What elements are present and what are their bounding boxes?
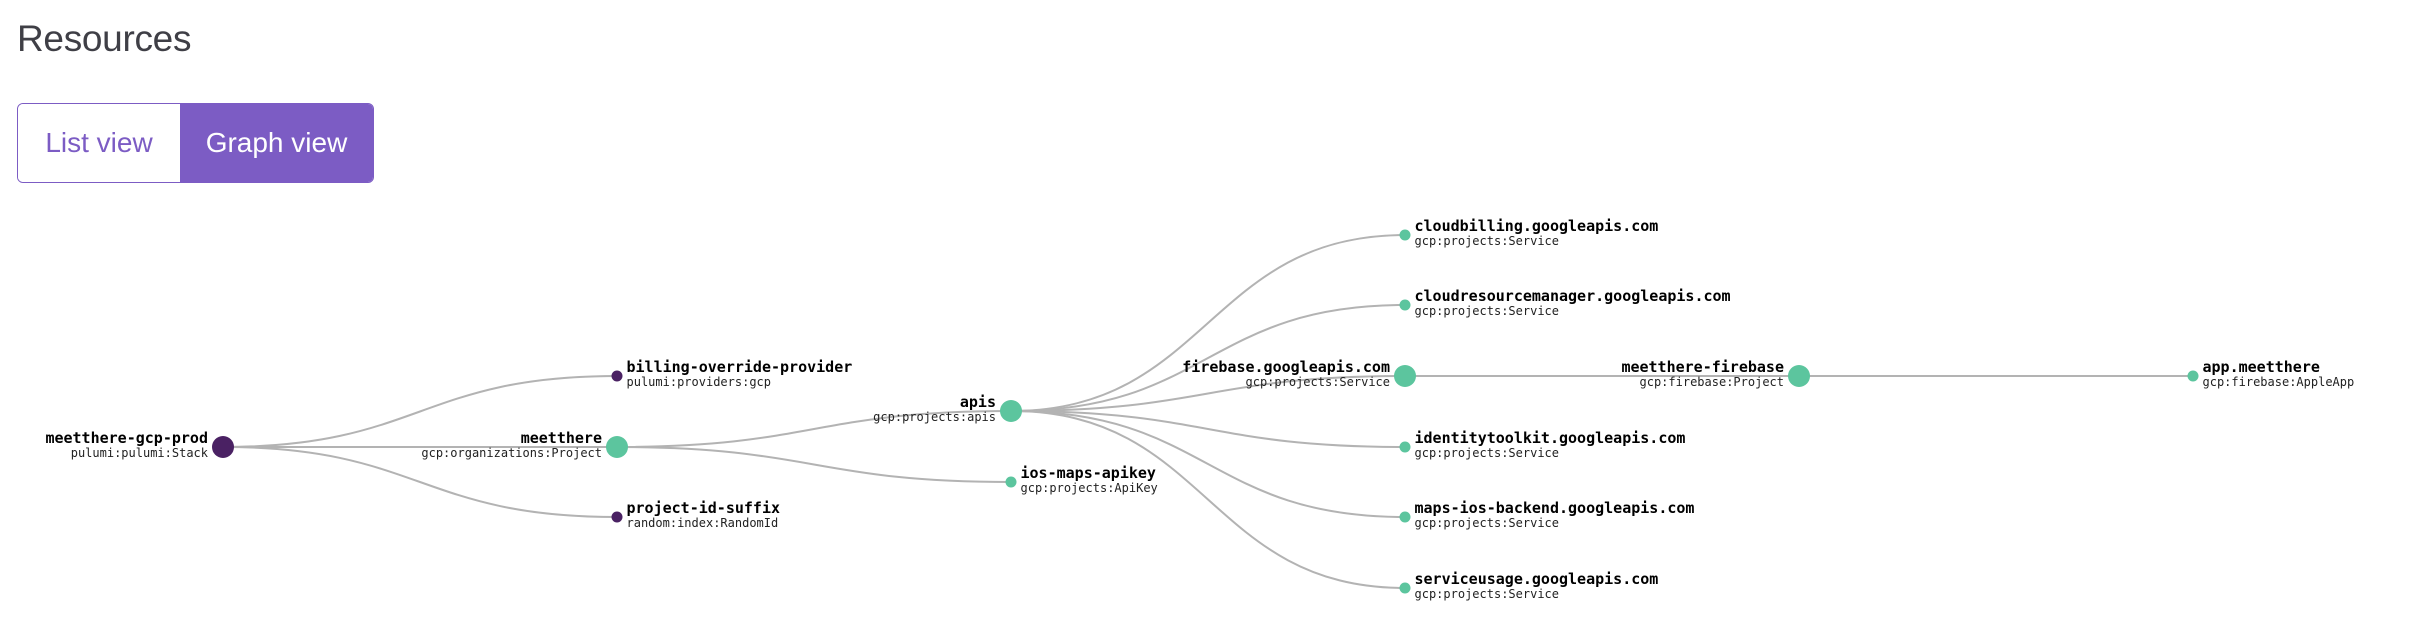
node-dot[interactable] bbox=[1005, 476, 1017, 488]
node-type-label: pulumi:pulumi:Stack bbox=[71, 446, 209, 460]
node-dot[interactable] bbox=[1394, 365, 1416, 387]
node-name-label: apis bbox=[960, 393, 996, 411]
page-title: Resources bbox=[17, 18, 192, 59]
edge-apis-to-crm bbox=[1010, 304, 1406, 412]
edge-stack-to-suffix bbox=[222, 446, 618, 518]
node-name-label: meetthere-firebase bbox=[1621, 358, 1784, 376]
graph-node-cloudbilling[interactable]: cloudbilling.googleapis.comgcp:projects:… bbox=[1399, 217, 1659, 248]
node-dot[interactable] bbox=[611, 370, 623, 382]
node-name-label: cloudbilling.googleapis.com bbox=[1415, 217, 1659, 235]
edges-layer bbox=[222, 234, 2193, 589]
node-type-label: gcp:organizations:Project bbox=[421, 446, 602, 460]
edge-project-to-apikey bbox=[616, 446, 1012, 483]
edge-apis-to-cloudbilling bbox=[1010, 234, 1406, 412]
node-name-label: firebase.googleapis.com bbox=[1182, 358, 1390, 376]
node-name-label: serviceusage.googleapis.com bbox=[1415, 570, 1659, 588]
node-name-label: meetthere-gcp-prod bbox=[45, 429, 208, 447]
node-type-label: gcp:projects:Service bbox=[1415, 234, 1560, 248]
graph-node-crm[interactable]: cloudresourcemanager.googleapis.comgcp:p… bbox=[1399, 287, 1731, 318]
node-dot[interactable] bbox=[606, 436, 628, 458]
node-dot[interactable] bbox=[611, 511, 623, 523]
node-dot[interactable] bbox=[1399, 229, 1411, 241]
graph-node-identity[interactable]: identitytoolkit.googleapis.comgcp:projec… bbox=[1399, 429, 1686, 460]
node-dot[interactable] bbox=[212, 436, 234, 458]
node-type-label: gcp:projects:ApiKey bbox=[1021, 481, 1158, 495]
list-view-button[interactable]: List view bbox=[18, 104, 180, 182]
node-name-label: ios-maps-apikey bbox=[1021, 464, 1156, 482]
node-dot[interactable] bbox=[1399, 441, 1411, 453]
node-dot[interactable] bbox=[1788, 365, 1810, 387]
node-type-label: gcp:firebase:Project bbox=[1640, 375, 1785, 389]
graph-view-button[interactable]: Graph view bbox=[180, 104, 373, 182]
node-type-label: gcp:projects:Service bbox=[1415, 446, 1560, 460]
edge-stack-to-billing bbox=[222, 375, 618, 448]
node-dot[interactable] bbox=[1000, 400, 1022, 422]
edge-apis-to-maps bbox=[1010, 410, 1406, 518]
graph-node-maps[interactable]: maps-ios-backend.googleapis.comgcp:proje… bbox=[1399, 499, 1695, 530]
node-name-label: project-id-suffix bbox=[627, 499, 781, 517]
node-dot[interactable] bbox=[2187, 370, 2199, 382]
node-name-label: cloudresourcemanager.googleapis.com bbox=[1415, 287, 1731, 305]
node-type-label: gcp:projects:apis bbox=[873, 410, 996, 424]
node-type-label: random:index:RandomId bbox=[627, 516, 779, 530]
graph-node-billing[interactable]: billing-override-providerpulumi:provider… bbox=[611, 358, 853, 389]
node-name-label: billing-override-provider bbox=[627, 358, 853, 376]
graph-node-serviceusage[interactable]: serviceusage.googleapis.comgcp:projects:… bbox=[1399, 570, 1659, 601]
edge-apis-to-identity bbox=[1010, 410, 1406, 448]
node-name-label: meetthere bbox=[521, 429, 602, 447]
graph-node-firebase[interactable]: firebase.googleapis.comgcp:projects:Serv… bbox=[1182, 358, 1416, 389]
node-dot[interactable] bbox=[1399, 299, 1411, 311]
node-type-label: pulumi:providers:gcp bbox=[627, 375, 772, 389]
node-type-label: gcp:firebase:AppleApp bbox=[2203, 375, 2355, 389]
node-dot[interactable] bbox=[1399, 511, 1411, 523]
node-name-label: app.meetthere bbox=[2203, 358, 2320, 376]
node-type-label: gcp:projects:Service bbox=[1415, 587, 1560, 601]
node-dot[interactable] bbox=[1399, 582, 1411, 594]
node-name-label: identitytoolkit.googleapis.com bbox=[1415, 429, 1686, 447]
view-toggle: List view Graph view bbox=[17, 103, 374, 183]
edge-apis-to-serviceusage bbox=[1010, 410, 1406, 589]
node-type-label: gcp:projects:Service bbox=[1415, 304, 1560, 318]
node-name-label: maps-ios-backend.googleapis.com bbox=[1415, 499, 1695, 517]
edge-apis-to-firebase bbox=[1010, 375, 1406, 412]
node-type-label: gcp:projects:Service bbox=[1415, 516, 1560, 530]
edge-project-to-apis bbox=[616, 410, 1012, 448]
node-type-label: gcp:projects:Service bbox=[1246, 375, 1391, 389]
